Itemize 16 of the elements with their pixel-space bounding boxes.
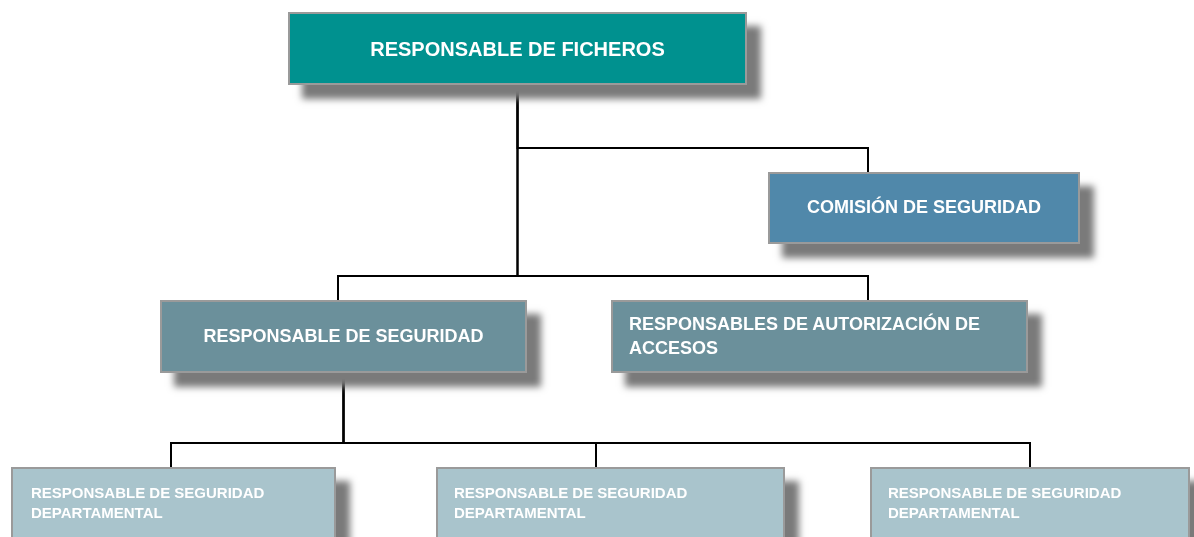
org-box xyxy=(768,172,1080,244)
connector-line xyxy=(516,84,869,301)
box-title: RESPONSABLE DE SEGURIDAD xyxy=(203,324,484,348)
org-box xyxy=(436,467,785,537)
org-box xyxy=(288,12,747,85)
box-title: RESPONSABLE DE SEGURIDAD DEPARTAMENTAL xyxy=(888,483,1123,522)
org-box xyxy=(160,300,527,373)
box-title: RESPONSABLE DE SEGURIDAD DEPARTAMENTAL xyxy=(454,483,689,522)
box-title: RESPONSABLE DE FICHEROS xyxy=(370,36,665,62)
org-box xyxy=(870,467,1190,537)
org-box xyxy=(11,467,336,537)
org-box xyxy=(611,300,1028,373)
box-title: COMISIÓN DE SEGURIDAD xyxy=(807,196,1041,220)
box-title: RESPONSABLES DE AUTORIZACIÓN DE ACCESOS xyxy=(629,313,982,360)
box-title: RESPONSABLE DE SEGURIDAD DEPARTAMENTAL xyxy=(31,483,266,522)
connector-line xyxy=(342,372,1031,468)
